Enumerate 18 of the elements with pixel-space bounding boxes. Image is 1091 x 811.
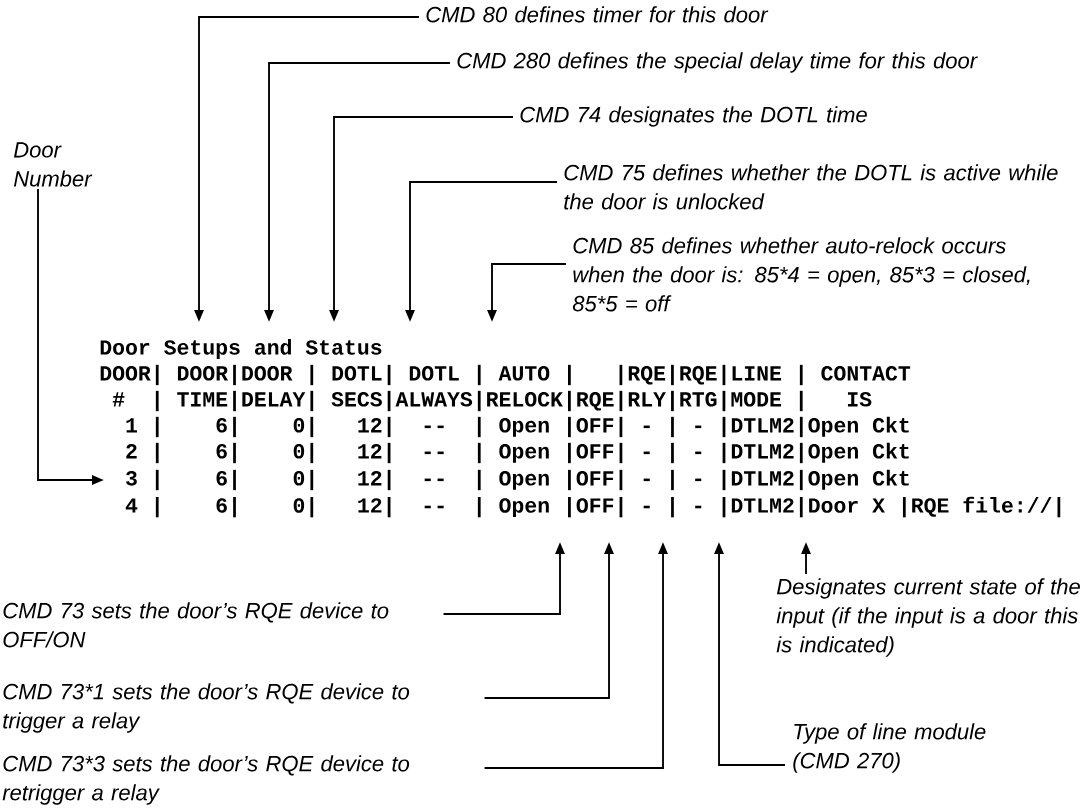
callout-text: CMD 85 defines whether auto-relock occurs when the door is: 85*4 = open, 85*3 = closed, 85*5 = off <box>572 237 1030 312</box>
table-title: Door Setups and Status <box>100 339 382 359</box>
table-row: 1 | 6| 0| 12| -- | Open |OFF| - | - |DTLM2|Open Ckt <box>126 416 909 438</box>
table-row: # | TIME|DELAY| SECS|ALWAYS|RELOCK|RQE|RLY|RTG|MODE | IS <box>112 390 872 412</box>
callout-text: Type of line module (CMD 270) <box>793 723 986 773</box>
callout-text: Designates current state of the input (if the input is a door this is indicated) <box>776 578 1080 657</box>
table-row: 3 | 6| 0| 12| -- | Open |OFF| - | - |DTLM2|Open Ckt <box>126 469 909 491</box>
callout-text: CMD 74 designates the DOTL time <box>520 106 867 127</box>
table-row: DOOR| DOOR|DOOR | DOTL| DOTL | AUTO | |RQE|RQE|LINE | CONTACT <box>100 364 911 386</box>
callout-text: CMD 73 sets the door’s RQE device to OFF/ON <box>3 602 389 648</box>
callout-text: CMD 80 defines timer for this door <box>426 6 769 23</box>
callout-text: CMD 73*3 sets the door’s RQE device to retrigger a relay <box>2 755 410 805</box>
callout-text: CMD 280 defines the special delay time for this door <box>457 52 978 73</box>
callout-text: Door Number <box>13 142 93 187</box>
callout-text: CMD 73*1 sets the door’s RQE device to trigger a relay <box>3 683 410 733</box>
callout-text: CMD 75 defines whether the DOTL is active while the door is unlocked <box>564 164 1058 210</box>
table-row: 4 | 6| 0| 12| -- | Open |OFF| - | - |DTLM2|Door X |RQE file://| <box>125 496 1061 518</box>
table-row: 2 | 6| 0| 12| -- | Open |OFF| - | - |DTLM2|Open Ckt <box>126 442 909 464</box>
